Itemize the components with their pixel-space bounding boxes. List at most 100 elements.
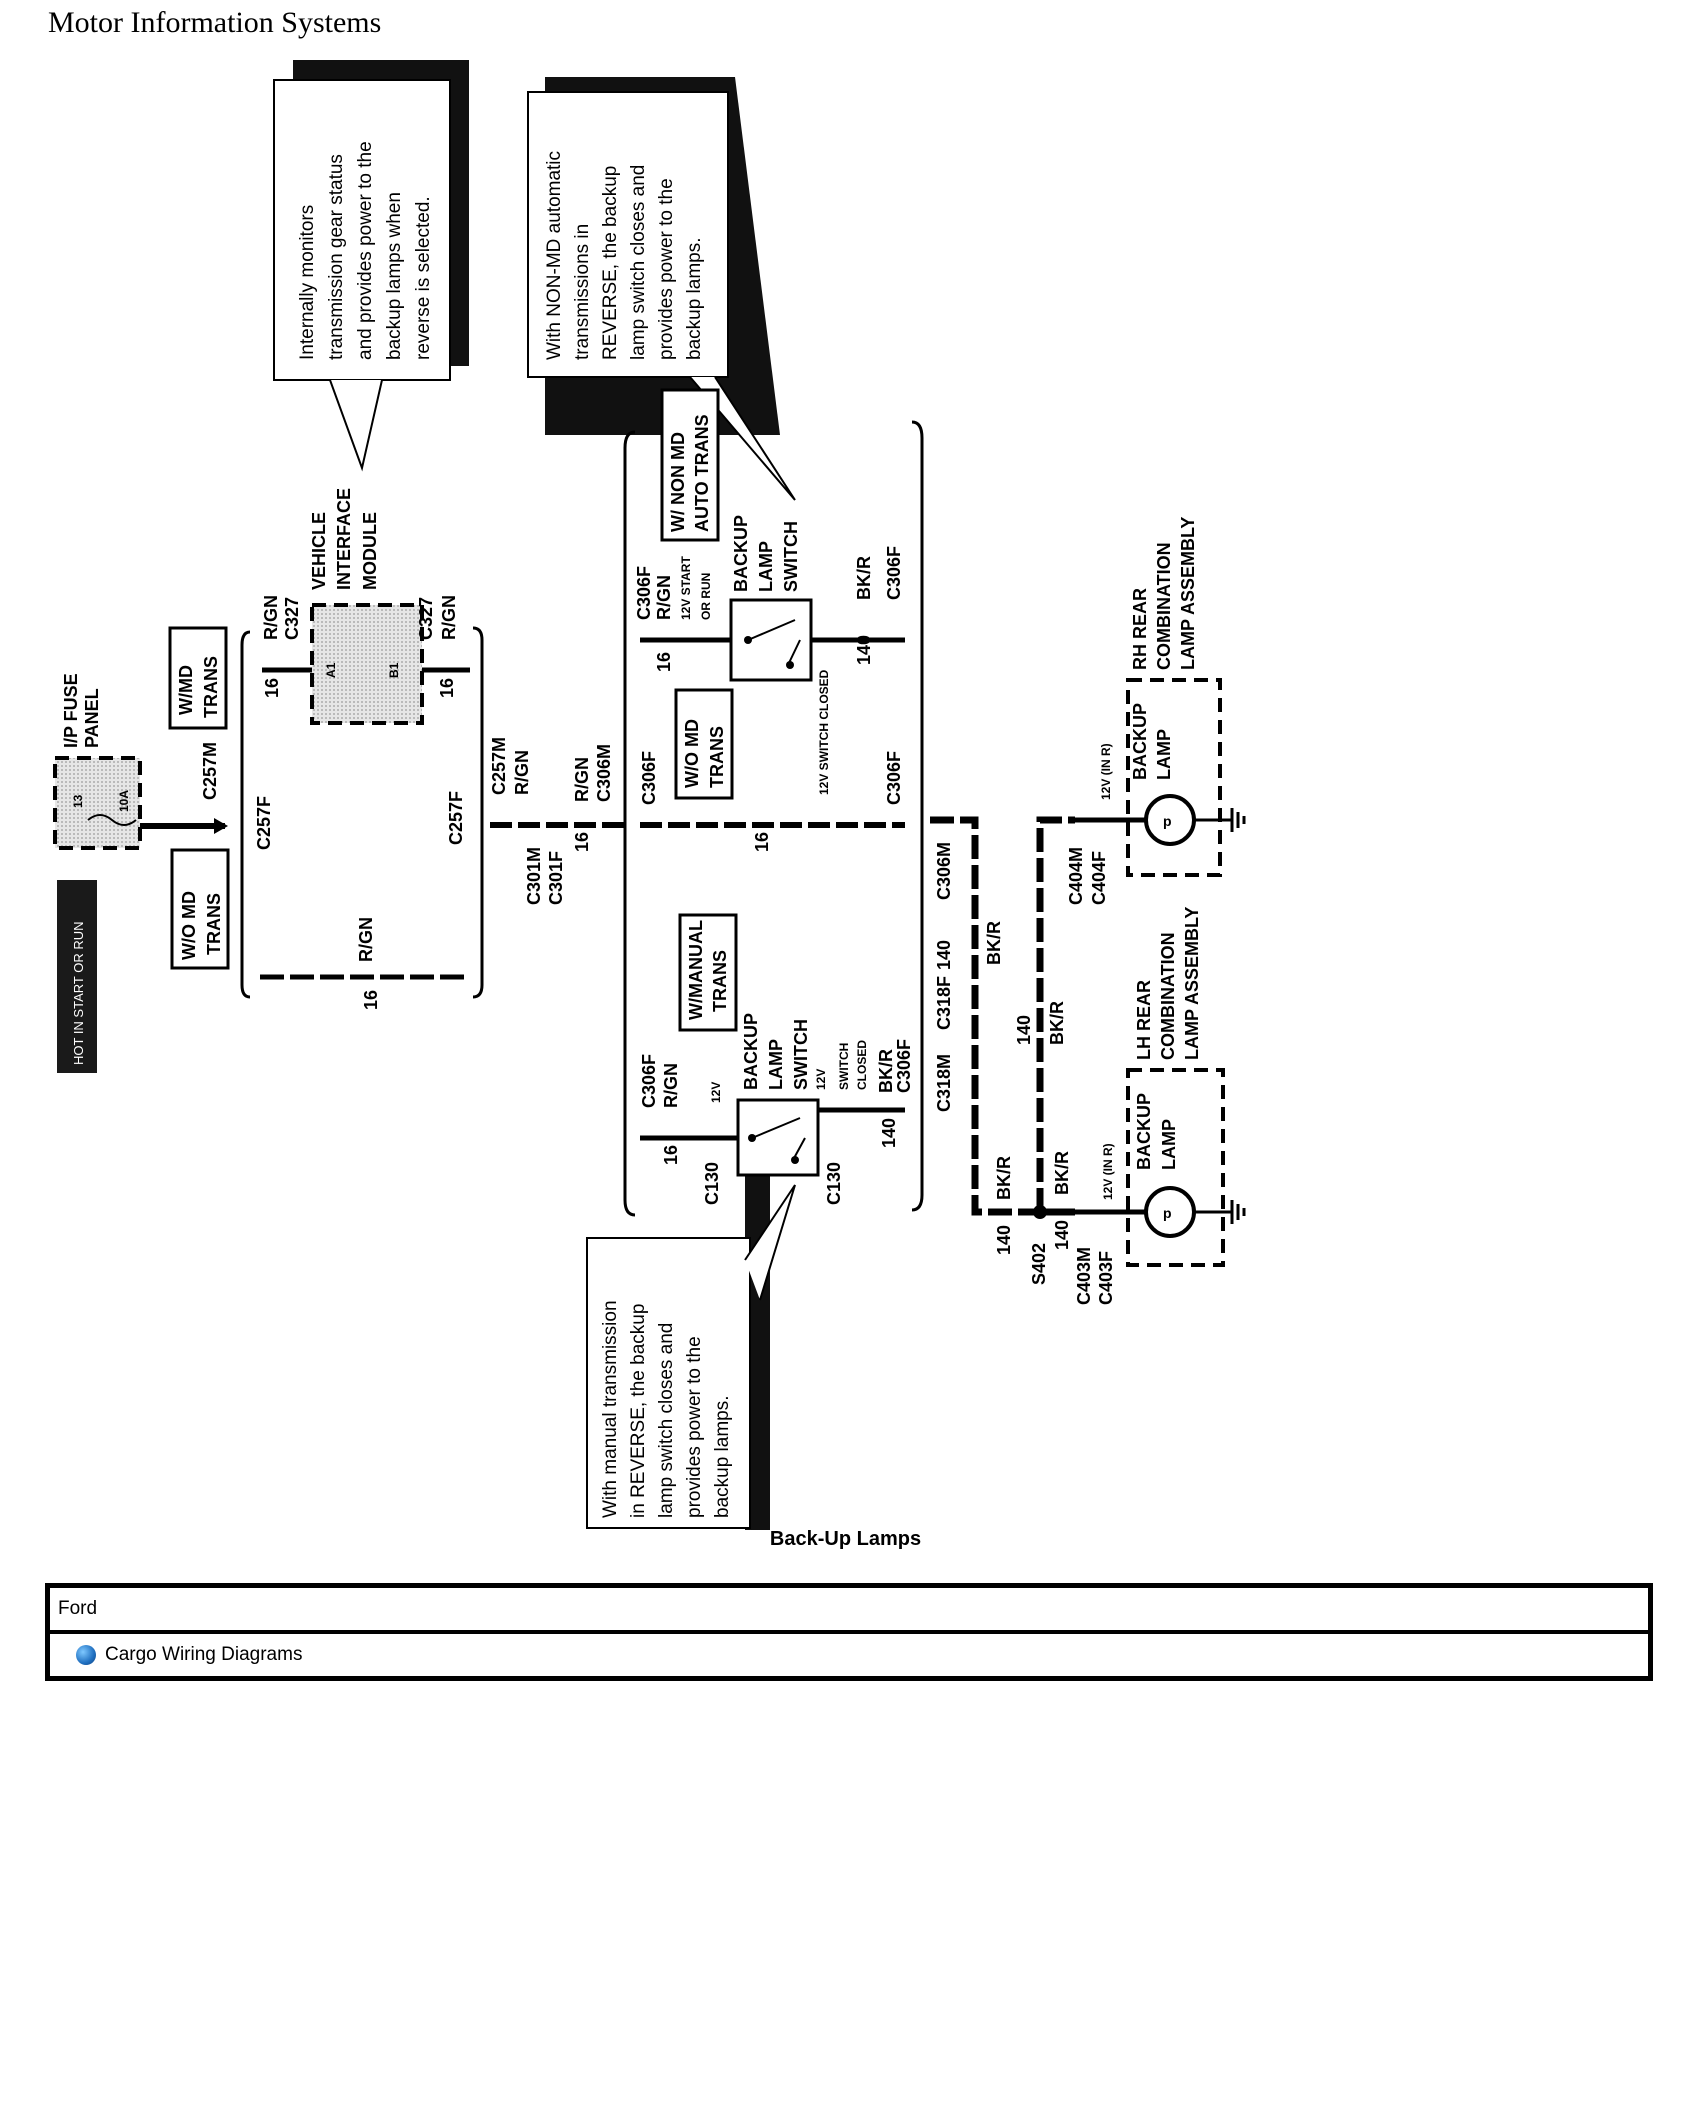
svg-text:12V SWITCH CLOSED: 12V SWITCH CLOSED <box>817 669 831 795</box>
svg-text:CLOSED: CLOSED <box>855 1040 869 1090</box>
svg-text:C306F: C306F <box>884 546 904 600</box>
svg-text:BACKUP: BACKUP <box>731 515 751 592</box>
callout-vim-line: reverse is selected. <box>413 196 434 360</box>
option-non-md-auto: W/ NON MD AUTO TRANS <box>660 388 720 542</box>
callout-vim-line: backup lamps when <box>384 192 405 360</box>
svg-text:C306M: C306M <box>934 842 954 900</box>
svg-text:A1: A1 <box>324 662 338 678</box>
svg-text:B1: B1 <box>387 662 401 678</box>
page-title: Motor Information Systems <box>48 6 382 39</box>
svg-text:16: 16 <box>572 832 592 852</box>
svg-text:C257F: C257F <box>254 796 274 850</box>
svg-text:13: 13 <box>71 794 85 808</box>
svg-text:C306M: C306M <box>594 744 614 802</box>
svg-text:TRANS: TRANS <box>707 726 727 788</box>
callout-manual-line: backup lamps. <box>712 1395 733 1518</box>
svg-text:RH REAR: RH REAR <box>1130 588 1150 670</box>
option-wo-md-center: W/O MD TRANS <box>674 688 734 800</box>
svg-text:R/GN: R/GN <box>661 1063 681 1108</box>
diagram-caption: Back-Up Lamps <box>769 1528 922 1550</box>
svg-text:10A: 10A <box>117 790 131 812</box>
svg-text:140: 140 <box>854 635 874 665</box>
svg-text:R/GN: R/GN <box>261 595 281 640</box>
callout-vim-line: and provides power to the <box>355 141 376 360</box>
svg-text:VEHICLE: VEHICLE <box>309 512 329 590</box>
svg-text:140: 140 <box>934 940 954 970</box>
svg-text:16: 16 <box>752 832 772 852</box>
svg-text:12V (IN R): 12V (IN R) <box>1099 743 1113 800</box>
svg-text:140: 140 <box>994 1225 1014 1255</box>
callout-non-md: With NON-MD automatic transmissions in R… <box>527 77 796 501</box>
svg-text:16: 16 <box>654 652 674 672</box>
svg-text:140: 140 <box>879 1118 899 1148</box>
svg-text:SWITCH: SWITCH <box>837 1043 851 1090</box>
svg-text:12V: 12V <box>709 1082 723 1103</box>
svg-text:C318M: C318M <box>934 1054 954 1112</box>
svg-text:BK/R: BK/R <box>854 556 874 600</box>
callout-non-md-line: backup lamps. <box>684 237 705 360</box>
callout-non-md-line: REVERSE, the backup <box>600 166 621 360</box>
svg-text:140: 140 <box>1052 1220 1072 1250</box>
callout-manual-line: With manual transmission <box>600 1300 621 1518</box>
svg-text:p: p <box>1163 1205 1172 1221</box>
callout-manual-line: lamp switch closes and <box>656 1323 677 1518</box>
svg-text:C403F: C403F <box>1096 1251 1116 1305</box>
svg-text:12V: 12V <box>814 1069 828 1090</box>
callout-manual: With manual transmission in REVERSE, the… <box>586 1170 796 1530</box>
hot-label-box <box>57 880 97 1073</box>
svg-text:140: 140 <box>1014 1015 1034 1045</box>
svg-text:BACKUP: BACKUP <box>1134 1093 1154 1170</box>
svg-text:TRANS: TRANS <box>710 950 730 1012</box>
svg-text:W/MANUAL: W/MANUAL <box>686 920 706 1020</box>
svg-text:TRANS: TRANS <box>204 893 224 955</box>
callout-manual-line: in REVERSE, the backup <box>628 1304 649 1518</box>
svg-text:I/P FUSE: I/P FUSE <box>61 673 81 748</box>
svg-text:C257M: C257M <box>200 742 220 800</box>
footer-link-row[interactable]: Cargo Wiring Diagrams <box>50 1630 1648 1676</box>
svg-text:LAMP: LAMP <box>766 1039 786 1090</box>
option-wo-md: W/O MD TRANS <box>170 848 230 970</box>
svg-text:BK/R: BK/R <box>876 1049 896 1093</box>
option-manual-trans: W/MANUAL TRANS <box>678 913 738 1032</box>
callout-non-md-line: provides power to the <box>656 178 677 360</box>
svg-text:S402: S402 <box>1029 1243 1049 1285</box>
svg-text:C404M: C404M <box>1066 847 1086 905</box>
footer-nav: Ford Cargo Wiring Diagrams <box>45 1583 1653 1681</box>
svg-text:BK/R: BK/R <box>1047 1001 1067 1045</box>
callout-vim-line: transmission gear status <box>326 154 347 360</box>
svg-text:BK/R: BK/R <box>994 1156 1014 1200</box>
svg-text:TRANS: TRANS <box>201 656 221 718</box>
svg-text:LAMP: LAMP <box>756 541 776 592</box>
svg-text:COMBINATION: COMBINATION <box>1154 542 1174 670</box>
wiring-diagram: Internally monitors transmission gear st… <box>53 60 1246 1530</box>
svg-text:C318F: C318F <box>934 976 954 1030</box>
callout-vim-line: Internally monitors <box>297 205 318 360</box>
footer-make: Ford <box>58 1598 98 1619</box>
svg-text:W/MD: W/MD <box>176 665 196 715</box>
svg-text:C257M: C257M <box>489 737 509 795</box>
svg-text:16: 16 <box>437 678 457 698</box>
svg-text:LAMP ASSEMBLY: LAMP ASSEMBLY <box>1182 907 1202 1060</box>
globe-icon <box>76 1645 96 1665</box>
svg-text:BK/R: BK/R <box>984 921 1004 965</box>
svg-text:C130: C130 <box>702 1162 722 1205</box>
svg-text:C403M: C403M <box>1074 1247 1094 1305</box>
svg-text:R/GN: R/GN <box>654 575 674 620</box>
callout-non-md-line: transmissions in <box>572 224 593 360</box>
option-w-md: W/MD TRANS <box>168 626 228 730</box>
svg-text:R/GN: R/GN <box>356 917 376 962</box>
fuse-panel: I/P FUSE PANEL 13 10A <box>53 673 142 850</box>
svg-text:C327: C327 <box>282 597 302 640</box>
svg-text:LAMP: LAMP <box>1159 1119 1179 1170</box>
svg-text:C301F: C301F <box>546 851 566 905</box>
cargo-wiring-link[interactable]: Cargo Wiring Diagrams <box>105 1644 303 1665</box>
svg-text:BK/R: BK/R <box>1052 1151 1072 1195</box>
svg-text:INTERFACE: INTERFACE <box>334 488 354 590</box>
callout-non-md-line: lamp switch closes and <box>628 165 649 360</box>
svg-text:R/GN: R/GN <box>512 750 532 795</box>
svg-text:SWITCH: SWITCH <box>791 1019 811 1090</box>
svg-text:16: 16 <box>361 990 381 1010</box>
svg-text:PANEL: PANEL <box>82 688 102 748</box>
svg-text:W/O MD: W/O MD <box>179 891 199 960</box>
svg-text:BACKUP: BACKUP <box>741 1013 761 1090</box>
